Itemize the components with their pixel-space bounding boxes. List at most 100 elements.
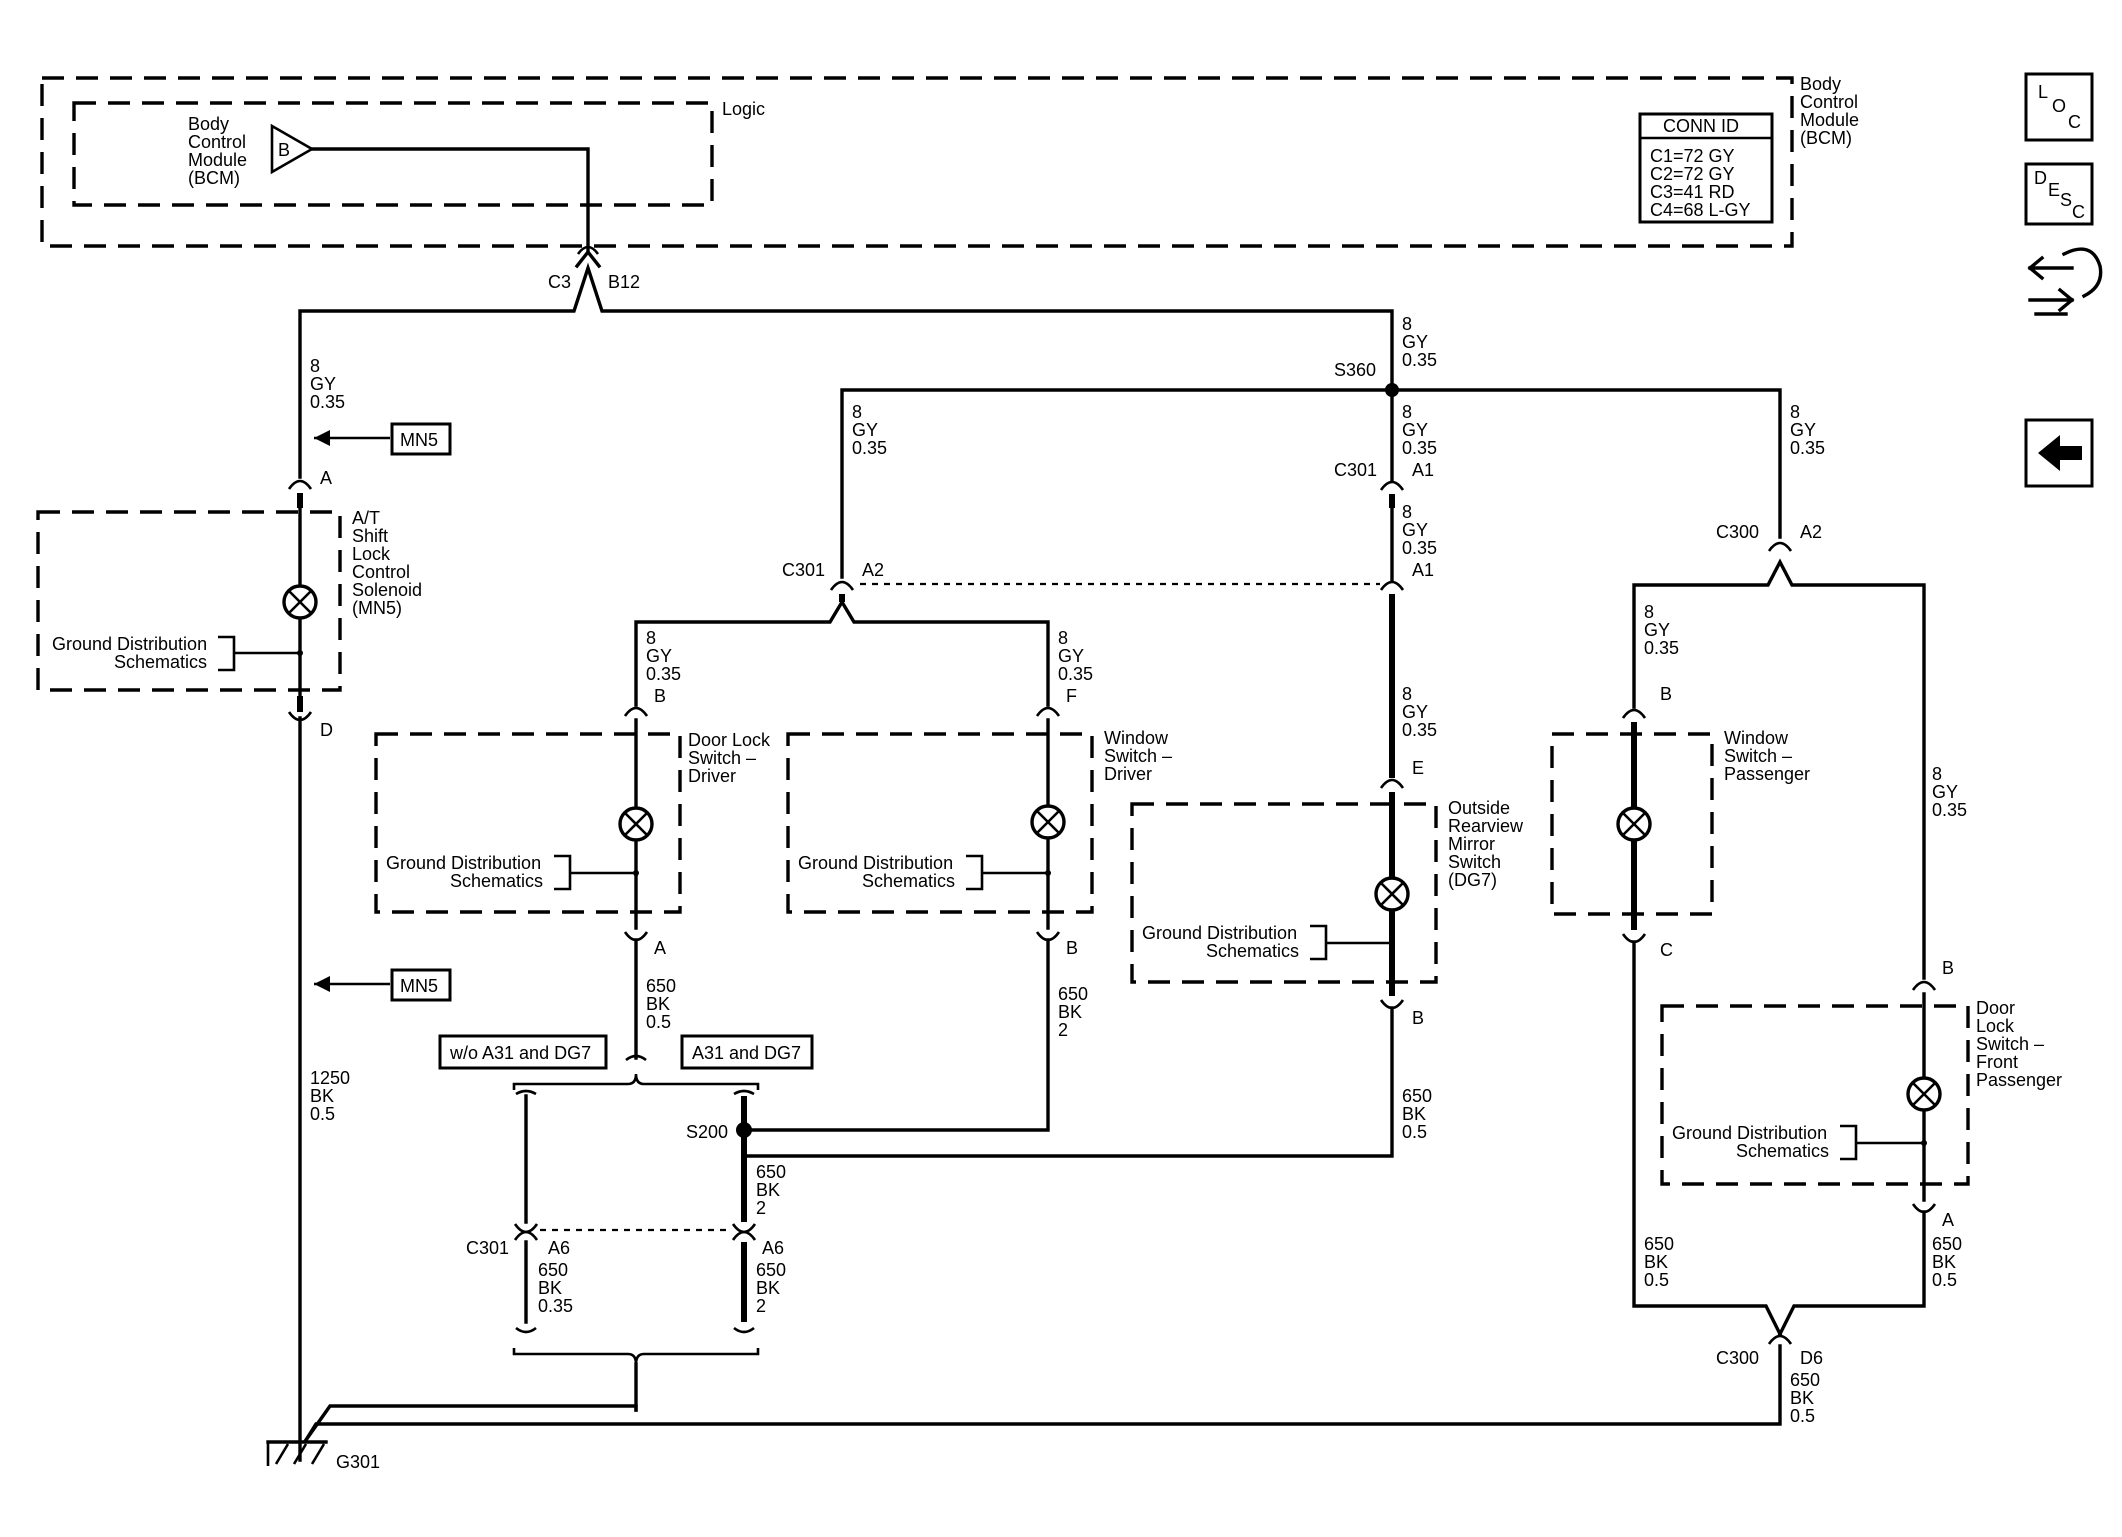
c3-label: C3 [548,272,571,292]
door-lock-passenger-border [1660,1004,1970,1186]
lamp-x2 [624,812,648,836]
pin-f-ws: F [1066,686,1077,706]
arrow-left-icon [314,430,330,446]
desc-button[interactable]: D E S C [2024,162,2094,226]
ground-ref-label: Ground Distribution Schematics [1672,1123,1832,1161]
wire-ws-driver-out: 650 BK 2 [1058,984,1093,1040]
a1-bottom-label: A1 [1412,560,1434,580]
branch-bus-wire [840,388,1782,579]
wire-branch-c301-above: 8 GY 0.35 [1402,402,1437,458]
ground-dot [1389,940,1395,946]
a2-right-label: A2 [1800,522,1822,542]
a2-mid-label: A2 [862,560,884,580]
ground-bracket [1310,924,1392,961]
mirror-switch-icon [1374,876,1410,912]
bcm-output-pin: B [278,140,290,160]
desc-glyph: E [2048,180,2060,200]
back-button[interactable] [2024,418,2094,488]
door-lock-passenger-switch-icon [1906,1076,1942,1112]
plug-outline-icon [2061,247,2103,299]
connector-cup-icon [515,1089,537,1096]
a6-left-label: A6 [548,1238,570,1258]
c300-d6-label: C300 [1716,1348,1759,1368]
connector-cup-icon [1035,706,1061,717]
window-passenger-label: Window Switch – Passenger [1724,728,1810,784]
lamp-x2 [1380,882,1404,906]
ground-dot [1045,870,1051,876]
wire-branch-c301-below: 8 GY 0.35 [1402,502,1437,558]
option-without-label: w/o A31 and DG7 [449,1043,591,1063]
pin-c-wsp: C [1660,940,1673,960]
logic-label: Logic [722,99,765,119]
lamp-x2 [1912,1082,1936,1106]
s200-label: S200 [686,1122,728,1142]
logic-border [72,101,714,207]
wire-top-right: 8 GY 0.35 [1402,314,1437,370]
conn-id-line: C1=72 GY [1650,146,1735,166]
wire-left-ground: 1250 BK 0.5 [310,1068,355,1124]
ground-dot [297,650,303,656]
conn-id-line: C2=72 GY [1650,164,1735,184]
connector-swap-icon[interactable] [2027,247,2103,316]
ground-ref-label: Ground Distribution Schematics [1142,923,1302,961]
option-top-brace [512,1073,760,1090]
ground-dot [633,870,639,876]
dlp-out-wire [1777,1210,1926,1337]
ground-hatch [274,1443,290,1465]
c301-a6-label: C301 [466,1238,509,1258]
wire-c301-left-down: 650 BK 0.35 [538,1260,573,1316]
wire-top-left: 8 GY 0.35 [310,356,345,412]
loc-box[interactable] [2024,72,2094,142]
bcm-output-driver-icon [270,123,315,175]
option-ground-wire [303,1404,638,1443]
driver-fork-wire [634,598,1050,707]
connector-cup-icon [733,1089,755,1096]
wire-break-icon [625,1054,647,1062]
mn5-tag [390,422,452,456]
arrow-left-icon [314,976,330,992]
bcm-inner-label: Body Control Module (BCM) [188,114,252,188]
mirror-border [1130,802,1438,984]
connector-cup-icon [1379,480,1405,491]
d6-label: D6 [1800,1348,1823,1368]
pin-a-dl: A [654,938,666,958]
connector-cup-icon [1379,778,1405,789]
g301-ground-icon [266,1440,328,1466]
pin-d-left: D [320,720,333,740]
wire-dlp-in: 8 GY 0.35 [1932,764,1967,820]
c301-a1-label: C301 [1334,460,1377,480]
ground-hatch [310,1443,326,1465]
desc-glyph: S [2060,190,2072,210]
door-lock-driver-switch-icon [618,806,654,842]
connector-cup-icon [731,1230,757,1241]
ground-hatch [292,1443,308,1465]
wire-mirror-out: 650 BK 0.5 [1402,1086,1437,1142]
connector-cup-icon [1911,980,1937,991]
ground-ref-label: Ground Distribution Schematics [386,853,546,891]
arrow-right-icon [2028,287,2075,313]
connector-cup-icon [623,706,649,717]
window-passenger-switch-icon [1616,806,1652,842]
wire-s200-down: 650 BK 2 [756,1162,791,1218]
window-driver-switch-icon [1030,804,1066,840]
option-without-box [438,1034,608,1070]
pin-b-mir: B [1412,1008,1424,1028]
desc-box[interactable] [2024,162,2094,226]
ground-ref-label: Ground Distribution Schematics [52,634,212,672]
ground-bracket [554,854,636,891]
loc-glyph: L [2038,82,2048,102]
wire-dl-driver-in: 8 GY 0.35 [646,628,681,684]
bcm-block: Body Control Module (BCM) Logic Body Con… [40,74,1859,252]
wire-c300-down: 650 BK 0.5 [1790,1370,1825,1426]
s360-label: S360 [1334,360,1376,380]
bottom-ground-bus [303,1344,1782,1443]
pin-a-left: A [320,468,332,488]
desc-glyph: C [2072,202,2085,222]
conn-id-box [1638,112,1774,224]
loc-button[interactable]: L O C [2024,72,2094,142]
passenger-fork-wire [1632,558,1926,980]
wire-wsp-in: 8 GY 0.35 [1644,602,1679,658]
option-with-label: A31 and DG7 [692,1043,801,1063]
connector-cup-icon [829,580,855,591]
shift-lock-solenoid-icon [282,584,318,620]
